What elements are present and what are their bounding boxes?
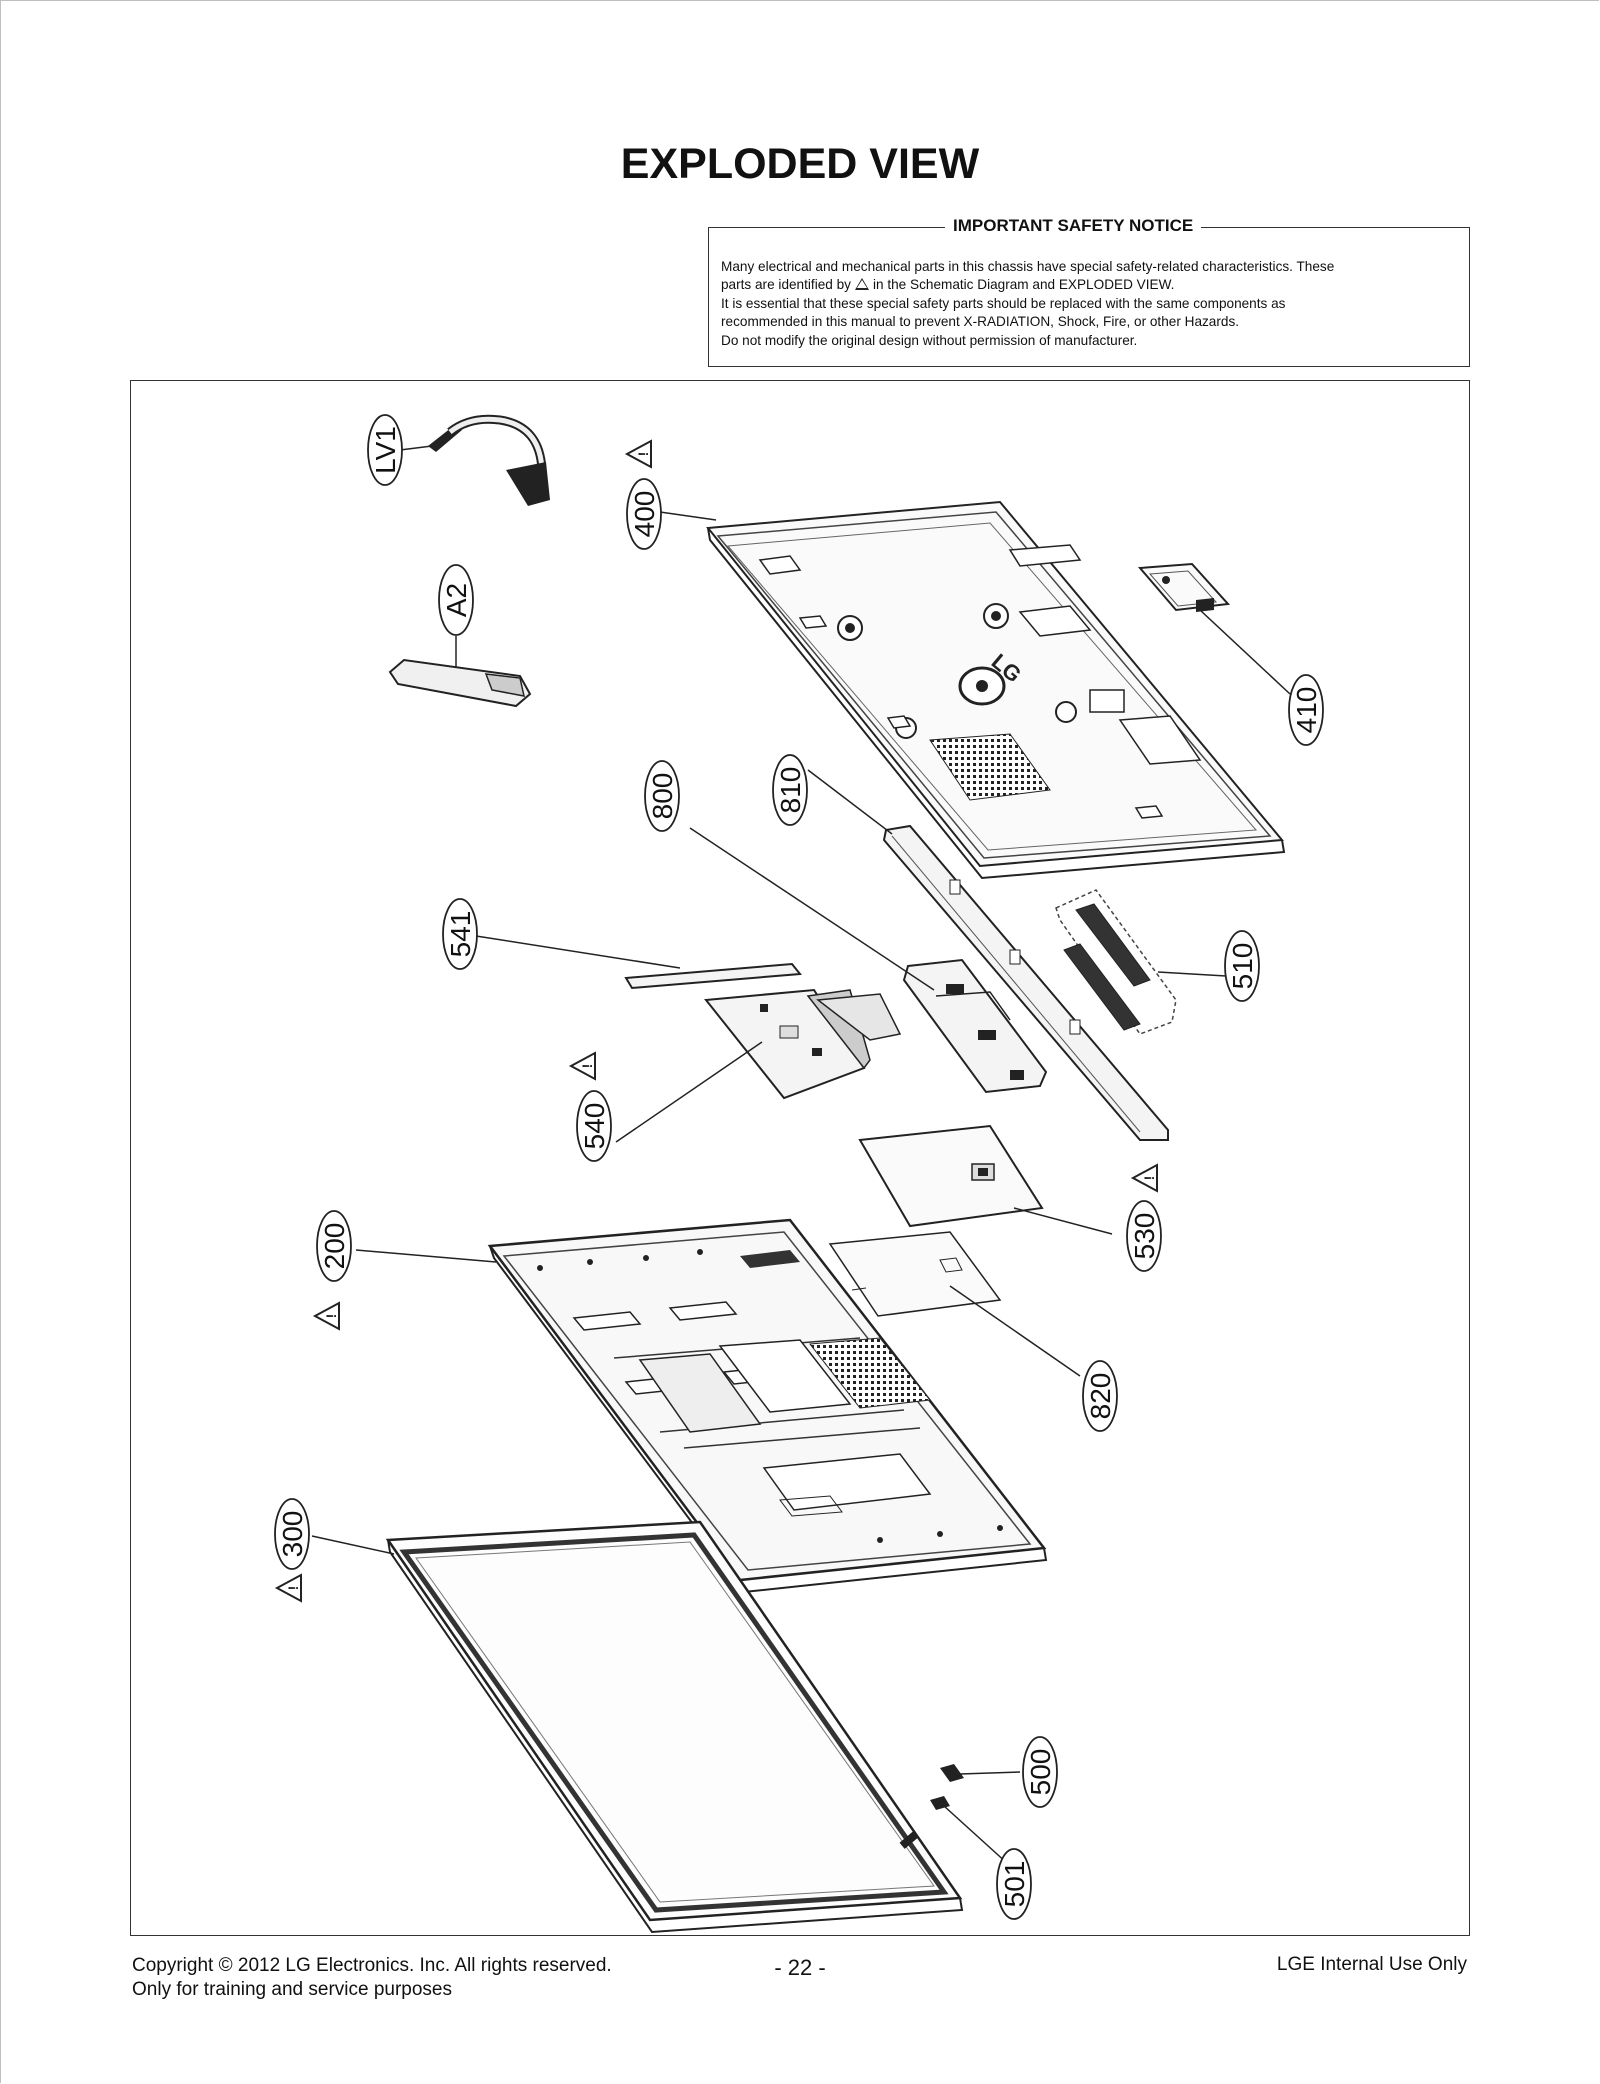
callout-530: 530 xyxy=(1126,1200,1162,1272)
warning-glyph: ! xyxy=(285,1586,301,1591)
safety-notice-body: Many electrical and mechanical parts in … xyxy=(721,258,1459,350)
callout-800: 800 xyxy=(644,760,680,832)
warning-triangle-icon: ! xyxy=(1132,1164,1158,1192)
warning-triangle-icon xyxy=(854,278,869,291)
notice-line-1: Many electrical and mechanical parts in … xyxy=(721,259,1335,274)
callout-410: 410 xyxy=(1288,674,1324,746)
callout-300-label: 300 xyxy=(277,1511,308,1558)
callout-400: 400 xyxy=(626,478,662,550)
warning-glyph: ! xyxy=(1141,1176,1157,1181)
notice-line-4: recommended in this manual to prevent X-… xyxy=(721,314,1240,330)
callout-200-label: 200 xyxy=(319,1223,350,1270)
front-bezel-300 xyxy=(385,1520,964,1934)
callout-300: 300 xyxy=(274,1498,310,1570)
part-510 xyxy=(1055,889,1177,1035)
callout-820-label: 820 xyxy=(1085,1373,1116,1420)
callout-810: 810 xyxy=(772,754,808,826)
warning-triangle-icon: ! xyxy=(314,1302,340,1330)
footer-copyright-block: Copyright © 2012 LG Electronics. Inc. Al… xyxy=(132,1954,612,2002)
callout-500: 500 xyxy=(1022,1736,1058,1808)
bracket-410 xyxy=(1137,562,1231,612)
callout-541-label: 541 xyxy=(445,911,476,958)
page-title: EXPLODED VIEW xyxy=(620,140,980,188)
warning-glyph: ! xyxy=(635,452,651,457)
callout-540: 540 xyxy=(576,1090,612,1162)
callout-410-label: 410 xyxy=(1291,687,1322,734)
callout-lv1: LV1 xyxy=(367,414,403,486)
bracket-810 xyxy=(882,824,1169,1141)
notice-line-5: Do not modify the original design withou… xyxy=(721,332,1138,348)
callout-510-label: 510 xyxy=(1227,943,1258,990)
cable-lv1 xyxy=(428,414,550,506)
part-a2 xyxy=(388,658,532,708)
callout-200: 200 xyxy=(316,1210,352,1282)
main-board-540 xyxy=(704,988,902,1100)
insulation-820 xyxy=(828,1231,1002,1317)
callout-a2-label: A2 xyxy=(441,583,472,617)
callout-lv1-label: LV1 xyxy=(370,426,401,474)
callout-820: 820 xyxy=(1082,1360,1118,1432)
page-number: - 22 - xyxy=(774,1955,826,1980)
board-800 xyxy=(902,958,1048,1094)
back-cover-400: LG xyxy=(706,500,1286,880)
strip-541 xyxy=(624,962,802,990)
callout-501: 501 xyxy=(996,1848,1032,1920)
notice-line-2-after: in the Schematic Diagram and EXPLODED VI… xyxy=(872,277,1175,293)
callout-810-label: 810 xyxy=(775,767,806,814)
notice-line-2-before: parts are identified by xyxy=(721,277,851,293)
footer-purpose: Only for training and service purposes xyxy=(132,1979,452,2000)
part-500 xyxy=(940,1764,964,1782)
warning-glyph: ! xyxy=(323,1314,339,1319)
warning-triangle-icon: ! xyxy=(570,1052,596,1080)
notice-line-3: It is essential that these special safet… xyxy=(721,295,1286,311)
warning-triangle-icon: ! xyxy=(626,440,652,468)
safety-notice-box: IMPORTANT SAFETY NOTICE Many electrical … xyxy=(708,216,1470,367)
warning-triangle-icon: ! xyxy=(276,1574,302,1602)
power-board-530 xyxy=(858,1124,1044,1228)
middle-frame-200 xyxy=(487,1218,1048,1594)
callout-a2: A2 xyxy=(438,564,474,636)
callout-510: 510 xyxy=(1224,930,1260,1002)
footer-copyright: Copyright © 2012 LG Electronics. Inc. Al… xyxy=(132,1955,612,1976)
callout-541: 541 xyxy=(442,898,478,970)
callout-501-label: 501 xyxy=(999,1861,1030,1908)
callout-400-label: 400 xyxy=(629,491,660,538)
callout-540-label: 540 xyxy=(579,1103,610,1150)
warning-glyph: ! xyxy=(579,1064,595,1069)
exploded-view-frame xyxy=(130,380,1470,1936)
callout-800-label: 800 xyxy=(647,773,678,820)
safety-notice-title: IMPORTANT SAFETY NOTICE xyxy=(945,216,1202,236)
footer-internal-use: LGE Internal Use Only xyxy=(1276,1954,1467,1975)
notice-line-2: parts are identified by in the Schematic … xyxy=(721,276,1459,294)
callout-500-label: 500 xyxy=(1025,1749,1056,1796)
callout-530-label: 530 xyxy=(1129,1213,1160,1260)
